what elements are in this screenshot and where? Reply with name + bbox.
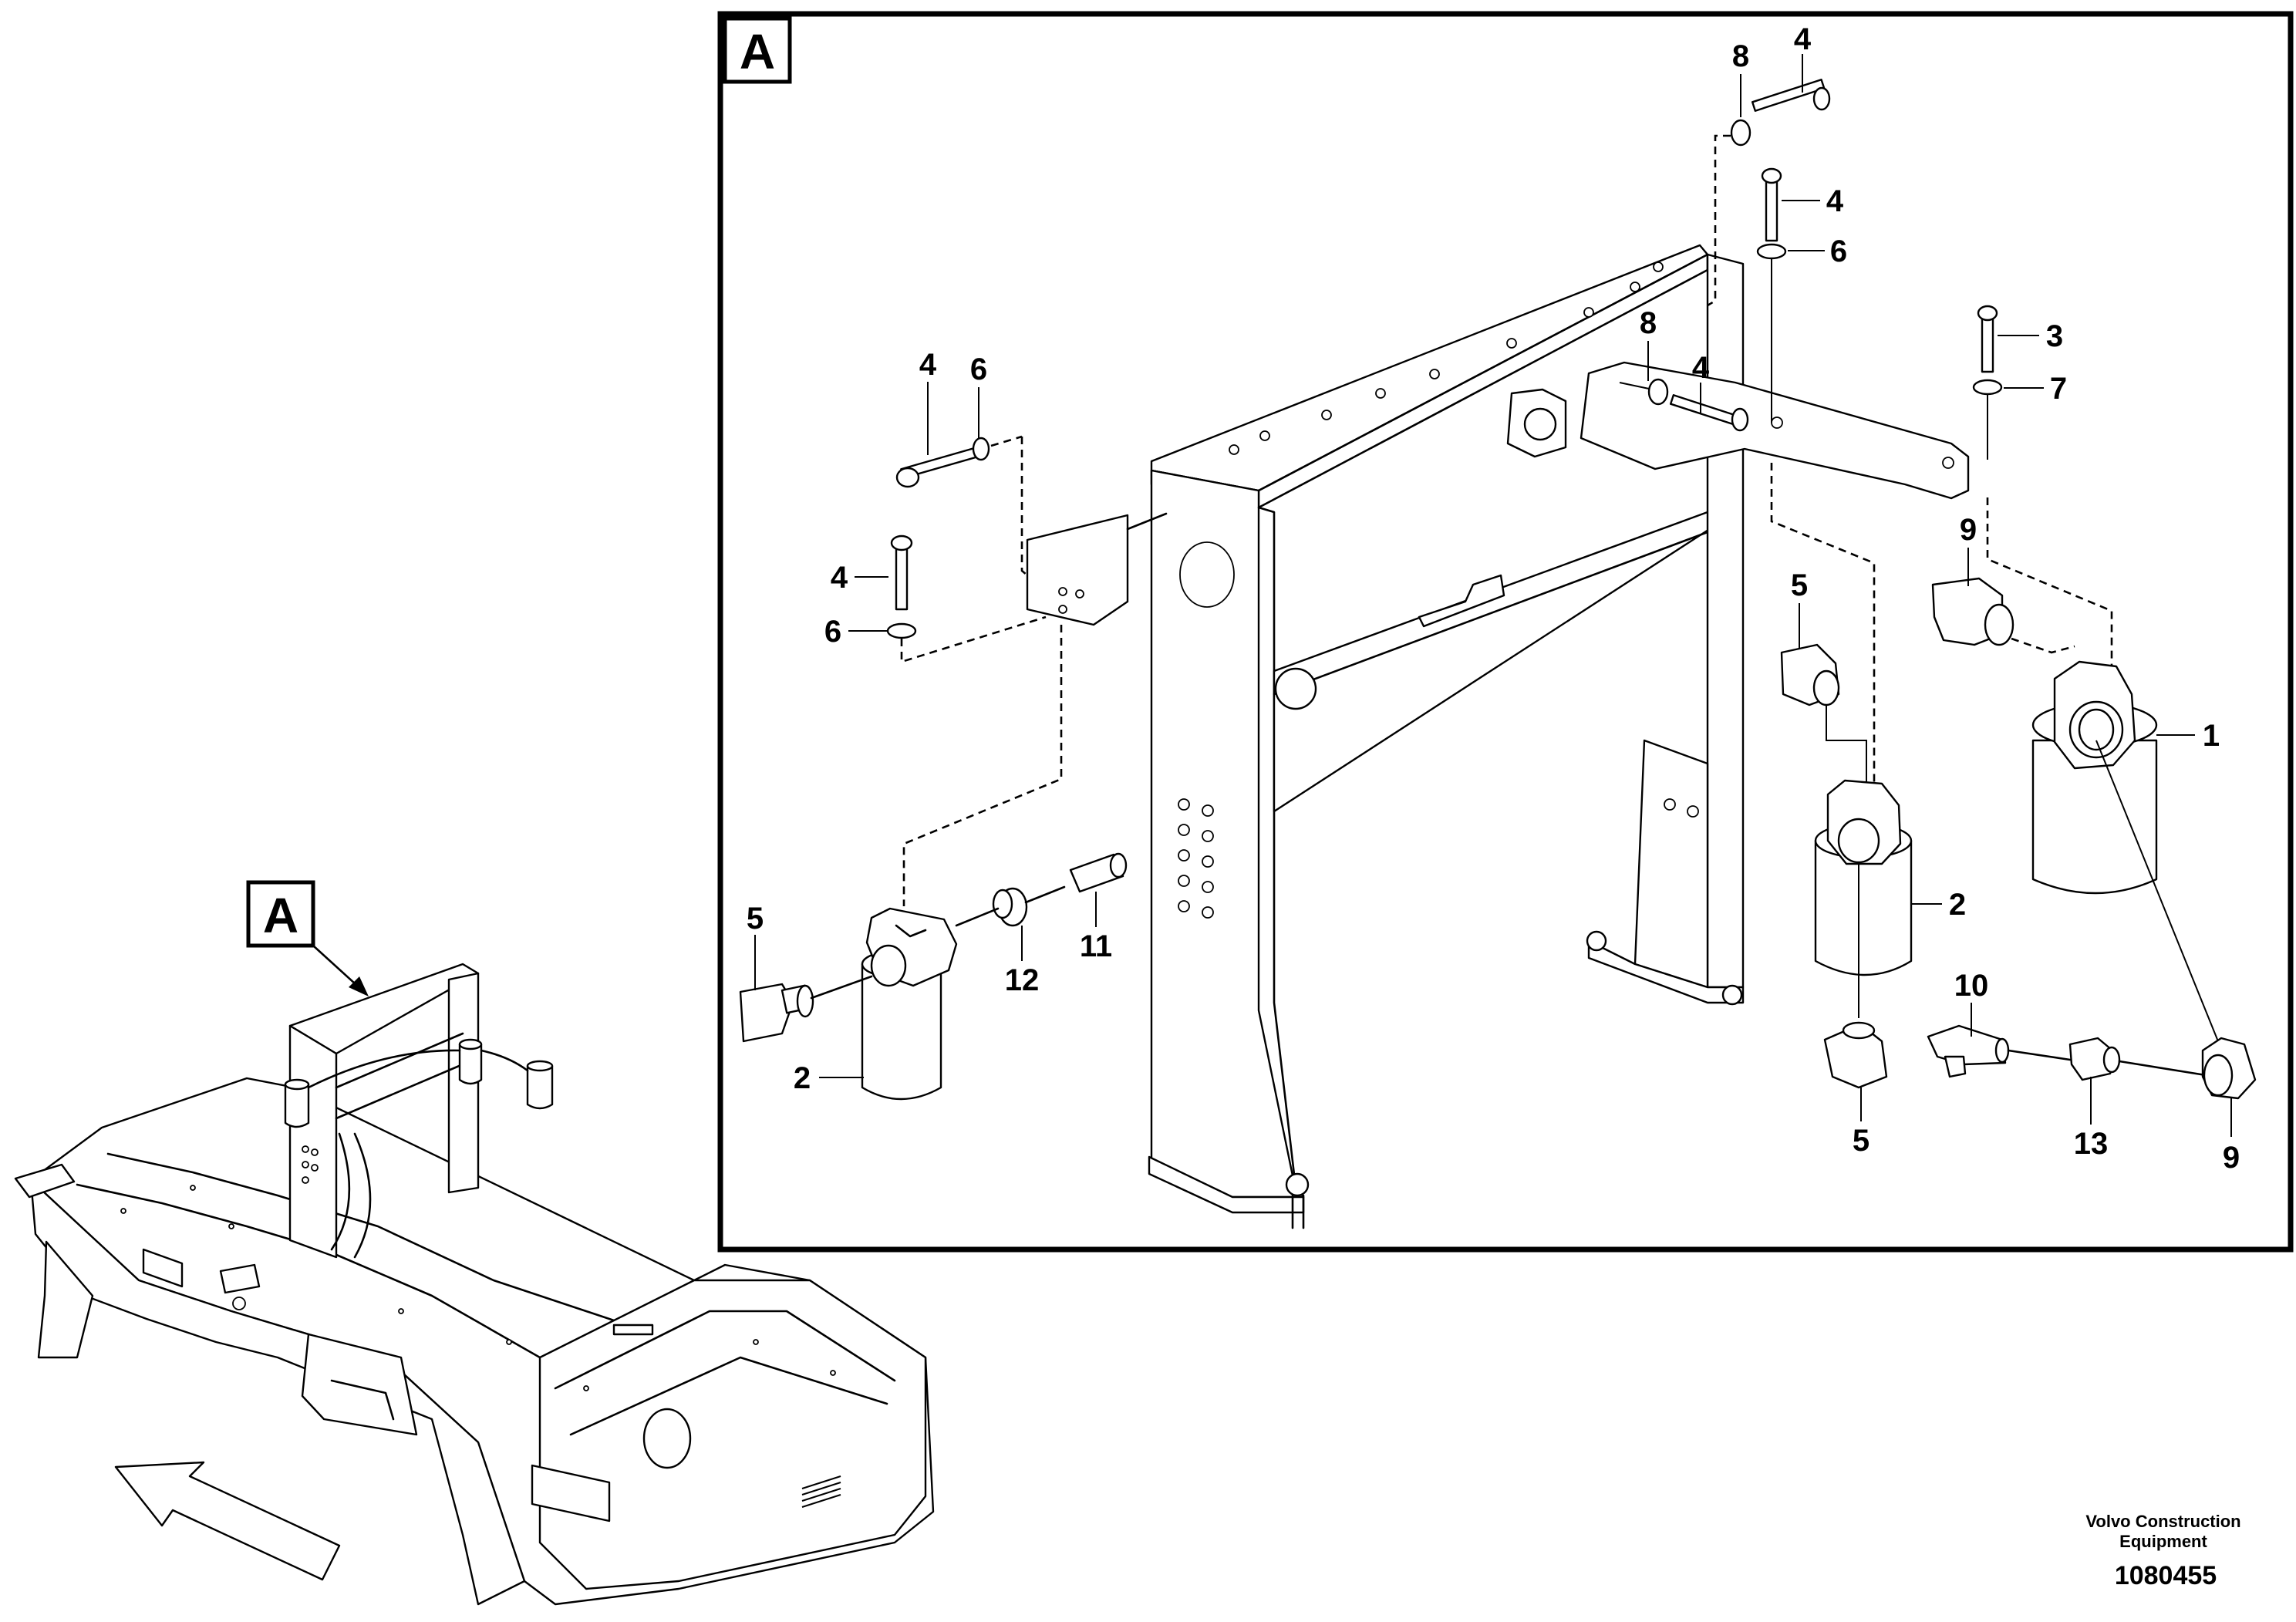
document-number: 1080455 bbox=[2115, 1561, 2217, 1590]
detail-frame bbox=[717, 11, 2294, 1253]
bolt-right bbox=[1972, 305, 2003, 460]
left-bracket bbox=[1026, 512, 1168, 626]
callout-6: 6 bbox=[1830, 234, 1847, 268]
callout-9: 9 bbox=[2223, 1141, 2240, 1175]
direction-arrow-icon bbox=[114, 1461, 341, 1581]
callout-1: 1 bbox=[2203, 719, 2220, 753]
callout-8: 8 bbox=[1640, 306, 1657, 340]
fitting-13 bbox=[2068, 1037, 2207, 1081]
company-name-line1: Volvo Construction bbox=[2085, 1512, 2240, 1531]
adapter-12 bbox=[955, 885, 1066, 927]
nipple-11 bbox=[1069, 852, 1128, 893]
overview-tag: A bbox=[246, 880, 369, 996]
company-name-line2: Equipment bbox=[2119, 1532, 2207, 1551]
tee-10 bbox=[1927, 1024, 2072, 1078]
callout-5: 5 bbox=[1853, 1124, 1870, 1158]
callout-4: 4 bbox=[1826, 184, 1844, 218]
bolt-left-lower bbox=[886, 534, 917, 639]
callout-7: 7 bbox=[2050, 372, 2067, 406]
callouts: 1 2 2 3 4 4 4 4 4 5 5 5 6 6 6 7 8 8 9 9 … bbox=[747, 22, 2240, 1175]
bolt-top bbox=[1730, 79, 1831, 147]
column-holes bbox=[1178, 798, 1214, 919]
elbow-9-upper bbox=[1931, 577, 2014, 646]
bolt-left-upper bbox=[895, 437, 990, 488]
elbow-5-upper bbox=[1780, 643, 1867, 788]
callout-6: 6 bbox=[824, 615, 841, 649]
beam-holes bbox=[1229, 261, 1664, 455]
callout-6: 6 bbox=[970, 352, 987, 386]
callout-9: 9 bbox=[1960, 513, 1977, 547]
callout-8: 8 bbox=[1732, 39, 1749, 73]
overview-tag-letter: A bbox=[263, 888, 298, 943]
bolt-vertical bbox=[1756, 167, 1787, 423]
callout-4: 4 bbox=[831, 561, 848, 595]
callout-10: 10 bbox=[1954, 969, 1989, 1003]
filter-left bbox=[861, 907, 958, 1101]
callout-13: 13 bbox=[2074, 1127, 2109, 1161]
detail-frame-tag: A bbox=[723, 16, 792, 84]
vent-grille bbox=[801, 1475, 841, 1508]
callout-12: 12 bbox=[1005, 963, 1040, 997]
leader-lines bbox=[754, 54, 2232, 1137]
footer: Volvo Construction Equipment 1080455 bbox=[2085, 1512, 2240, 1590]
callout-3: 3 bbox=[2046, 319, 2063, 353]
callout-4: 4 bbox=[1692, 351, 1710, 385]
bolt-mid bbox=[1619, 378, 1749, 432]
detail-frame-letter: A bbox=[740, 24, 775, 79]
elbow-left bbox=[739, 975, 873, 1043]
callout-2: 2 bbox=[794, 1061, 811, 1095]
callout-4: 4 bbox=[919, 348, 937, 382]
callout-4: 4 bbox=[1794, 22, 1812, 56]
machine-chassis-overview bbox=[14, 963, 935, 1606]
callout-5: 5 bbox=[747, 902, 764, 936]
callout-11: 11 bbox=[1080, 929, 1112, 963]
filter-right-2 bbox=[1814, 779, 1913, 976]
elbow-5-lower bbox=[1823, 1021, 1888, 1089]
filter-right-1 bbox=[2031, 660, 2158, 895]
callout-5: 5 bbox=[1791, 568, 1808, 602]
overview-filters bbox=[284, 1038, 554, 1259]
elbow-9-lower bbox=[2201, 1037, 2257, 1100]
callout-2: 2 bbox=[1949, 888, 1966, 922]
